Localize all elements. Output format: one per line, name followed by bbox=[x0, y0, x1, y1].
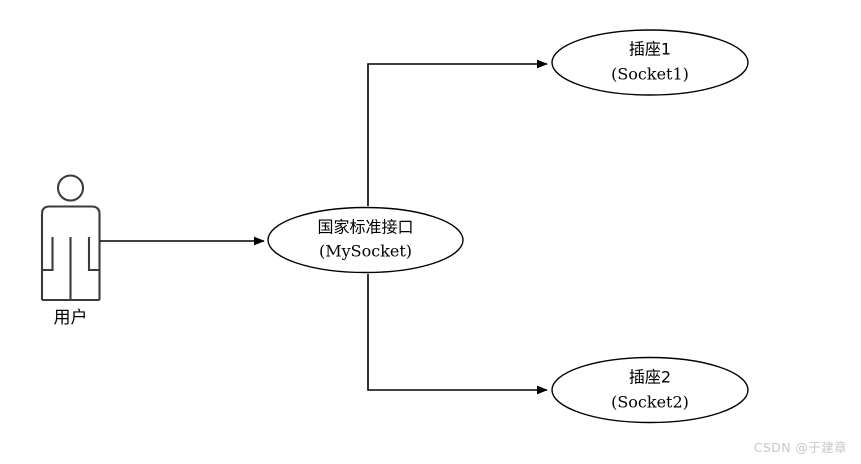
actor-torso-icon bbox=[40, 205, 101, 300]
actor-right-arm-icon bbox=[87, 237, 100, 272]
node-mysocket-label-en: (MySocket) bbox=[319, 242, 412, 261]
node-socket1-label-en: (Socket1) bbox=[611, 65, 689, 84]
node-socket1[interactable]: 插座1 (Socket1) bbox=[551, 29, 749, 96]
node-socket2-label-cn: 插座2 bbox=[629, 368, 671, 387]
actor-left-arm-icon bbox=[42, 237, 54, 272]
actor-user[interactable]: 用户 bbox=[40, 174, 101, 329]
node-mysocket-label-cn: 国家标准接口 bbox=[317, 218, 413, 237]
node-socket2[interactable]: 插座2 (Socket2) bbox=[551, 356, 749, 424]
edge-mysocket-to-socket1 bbox=[367, 59, 548, 206]
edge-mysocket-to-socket2 bbox=[367, 274, 548, 395]
node-socket2-label-en: (Socket2) bbox=[611, 393, 689, 412]
node-socket1-label-cn: 插座1 bbox=[629, 40, 671, 59]
node-mysocket-ellipse bbox=[267, 206, 464, 274]
node-socket2-ellipse bbox=[551, 356, 749, 424]
actor-head-icon bbox=[56, 174, 85, 202]
actor-label: 用户 bbox=[54, 308, 88, 328]
node-socket1-ellipse bbox=[551, 29, 749, 96]
node-mysocket[interactable]: 国家标准接口 (MySocket) bbox=[267, 206, 464, 274]
watermark: CSDN @于建章 bbox=[753, 440, 847, 455]
